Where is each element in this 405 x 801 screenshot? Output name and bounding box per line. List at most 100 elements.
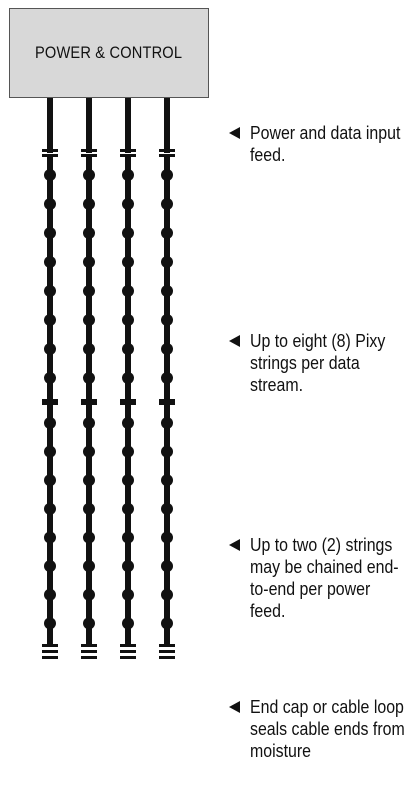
pixel-node: [44, 560, 56, 573]
pixel-node: [44, 372, 56, 384]
pixel-node: [161, 560, 173, 573]
pixel-node: [161, 588, 173, 601]
pixel-node: [161, 474, 173, 487]
segment-connector: [120, 399, 136, 402]
pixel-node: [122, 198, 134, 210]
pixel-node: [122, 227, 134, 239]
pixel-node: [44, 531, 56, 544]
pixel-node: [161, 417, 173, 429]
note-power-input: Power and data input feed.: [229, 122, 400, 166]
pixel-node: [44, 256, 56, 268]
segment-connector: [42, 402, 58, 405]
left-arrow-icon: [229, 539, 240, 551]
pixel-node: [44, 474, 56, 487]
end-cap: [120, 656, 136, 659]
note-end-cap: End cap or cable loop seals cable ends f…: [229, 696, 405, 762]
pixel-node: [161, 502, 173, 515]
power-control-box: POWER & CONTROL: [9, 8, 209, 98]
left-arrow-icon: [229, 127, 240, 139]
note-strings-per-stream: Up to eight (8) Pixy strings per data st…: [229, 330, 394, 396]
end-cap: [120, 650, 136, 653]
left-arrow-icon: [229, 335, 240, 347]
end-cap: [42, 656, 58, 659]
segment-connector: [81, 644, 97, 647]
pixel-node: [122, 617, 134, 630]
pixel-node: [161, 445, 173, 458]
pixel-node: [44, 502, 56, 515]
pixel-node: [83, 502, 95, 515]
pixel-node: [161, 343, 173, 355]
pixel-node: [83, 343, 95, 355]
segment-connector: [159, 154, 175, 157]
pixel-node: [44, 343, 56, 355]
feed-connector: [120, 149, 136, 152]
pixel-node: [83, 617, 95, 630]
pixel-node: [161, 531, 173, 544]
pixel-node: [83, 169, 95, 181]
pixel-node: [161, 617, 173, 630]
pixel-node: [44, 617, 56, 630]
pixel-node: [44, 417, 56, 429]
pixel-node: [161, 227, 173, 239]
pixel-node: [122, 256, 134, 268]
segment-connector: [120, 402, 136, 405]
feed-connector: [42, 149, 58, 152]
pixel-node: [83, 588, 95, 601]
segment-connector: [159, 399, 175, 402]
note-strings-per-stream-text: Up to eight (8) Pixy strings per data st…: [250, 330, 386, 395]
pixel-node: [83, 560, 95, 573]
pixel-node: [122, 560, 134, 573]
pixel-node: [122, 417, 134, 429]
segment-connector: [81, 399, 97, 402]
pixel-node: [44, 285, 56, 297]
pixel-node: [122, 343, 134, 355]
left-arrow-icon: [229, 701, 240, 713]
end-cap: [42, 650, 58, 653]
pixel-node: [122, 588, 134, 601]
segment-connector: [120, 154, 136, 157]
end-cap: [159, 656, 175, 659]
pixel-node: [122, 445, 134, 458]
pixel-node: [83, 372, 95, 384]
feed-connector: [81, 149, 97, 152]
pixel-node: [44, 169, 56, 181]
segment-connector: [81, 402, 97, 405]
end-cap: [81, 650, 97, 653]
pixel-node: [44, 314, 56, 326]
segment-connector: [42, 154, 58, 157]
segment-connector: [42, 399, 58, 402]
pixel-node: [122, 531, 134, 544]
segment-connector: [159, 402, 175, 405]
power-control-label: POWER & CONTROL: [35, 43, 183, 62]
pixel-node: [83, 445, 95, 458]
end-cap: [81, 656, 97, 659]
note-chained-strings: Up to two (2) strings may be chained end…: [229, 534, 399, 622]
pixel-string-diagram: [42, 98, 175, 659]
note-end-cap-text: End cap or cable loop seals cable ends f…: [250, 696, 405, 761]
pixel-node: [83, 198, 95, 210]
pixel-node: [161, 256, 173, 268]
pixel-node: [83, 531, 95, 544]
pixel-node: [83, 474, 95, 487]
pixel-node: [83, 417, 95, 429]
segment-connector: [42, 644, 58, 647]
segment-connector: [81, 154, 97, 157]
feed-connector: [159, 149, 175, 152]
pixel-node: [161, 372, 173, 384]
pixel-node: [83, 314, 95, 326]
pixel-node: [161, 169, 173, 181]
pixel-node: [44, 445, 56, 458]
pixel-node: [122, 502, 134, 515]
pixel-node: [44, 227, 56, 239]
pixel-node: [122, 169, 134, 181]
pixel-node: [83, 256, 95, 268]
pixel-node: [122, 474, 134, 487]
pixel-node: [83, 227, 95, 239]
pixel-node: [161, 285, 173, 297]
pixel-node: [161, 314, 173, 326]
pixel-node: [44, 198, 56, 210]
note-chained-strings-text: Up to two (2) strings may be chained end…: [250, 534, 399, 621]
segment-connector: [159, 644, 175, 647]
pixel-node: [44, 588, 56, 601]
pixel-node: [122, 314, 134, 326]
